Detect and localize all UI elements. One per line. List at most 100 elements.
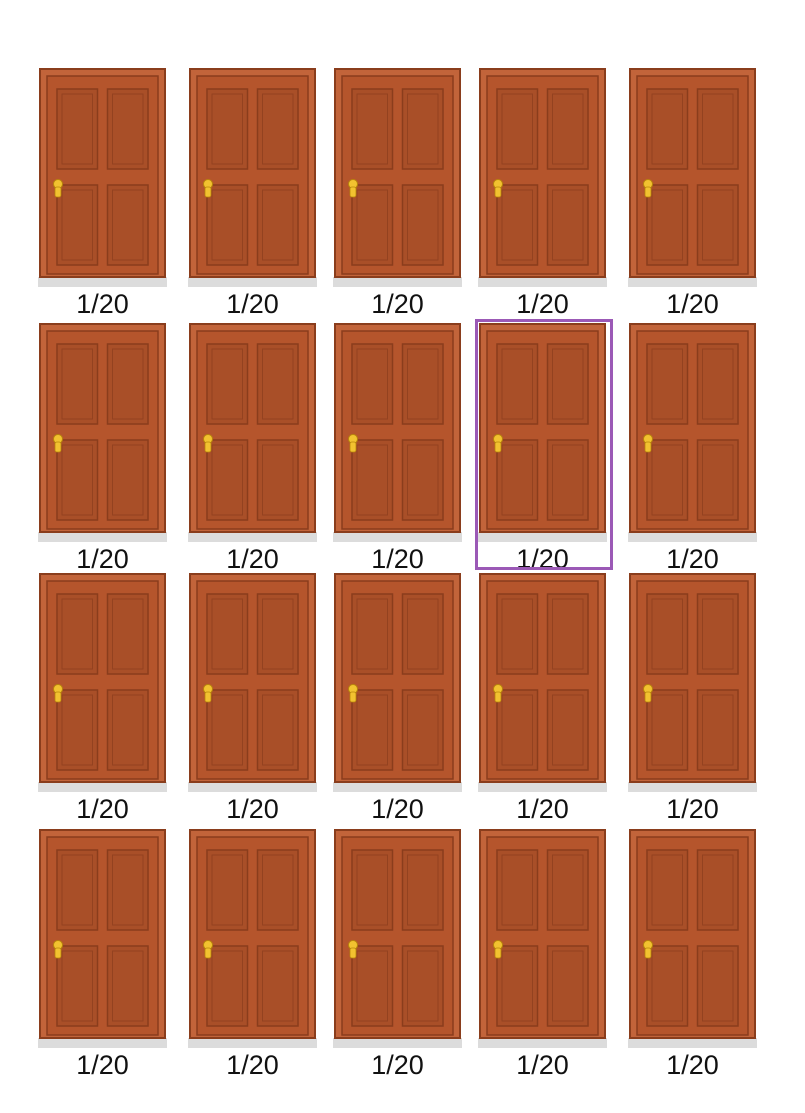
door-panel-inset	[262, 694, 294, 766]
door-cell: 1/20	[333, 322, 462, 576]
door-panel-inset	[501, 348, 533, 420]
door-panel-inset	[211, 950, 243, 1022]
door-panel	[106, 945, 149, 1027]
door-cell: 1/20	[38, 322, 167, 576]
door-cell: 1/20	[188, 322, 317, 576]
door-panel-inset	[501, 189, 533, 261]
door-panel	[106, 689, 149, 771]
door-panel-inset	[702, 950, 734, 1022]
door-panel-inset	[112, 93, 144, 165]
door-icon	[478, 829, 607, 1048]
door-panel	[646, 88, 689, 170]
floor-strip	[38, 277, 167, 287]
door-knob-plate	[644, 441, 652, 453]
door-panel	[351, 343, 394, 425]
door-panel	[696, 343, 739, 425]
door-panel-inset	[61, 348, 93, 420]
door-cell: 1/20	[188, 572, 317, 826]
door-probability-label: 1/20	[371, 794, 424, 824]
door-icon	[38, 68, 167, 287]
floor-strip	[628, 277, 757, 287]
floor-strip	[38, 532, 167, 542]
door-panel	[256, 88, 299, 170]
door-panel-inset	[262, 348, 294, 420]
door-panel	[646, 343, 689, 425]
door-panel	[256, 945, 299, 1027]
door-panel	[206, 439, 249, 521]
door-panel	[351, 849, 394, 931]
door-panel-inset	[501, 93, 533, 165]
door-panel	[546, 88, 589, 170]
door-icon	[333, 323, 462, 542]
door-panel	[256, 593, 299, 675]
door-cell: 1/20	[478, 322, 607, 576]
door-panel	[106, 343, 149, 425]
floor-strip	[333, 532, 462, 542]
door-panel	[206, 593, 249, 675]
floor-strip	[478, 782, 607, 792]
door-panel-inset	[702, 598, 734, 670]
door-panel-inset	[61, 93, 93, 165]
door-panel	[351, 88, 394, 170]
floor-strip	[38, 1038, 167, 1048]
door-icon	[188, 68, 317, 287]
door-panel	[56, 184, 99, 266]
door-icon	[333, 573, 462, 792]
floor-strip	[628, 532, 757, 542]
door-probability-label: 1/20	[226, 1050, 279, 1080]
door-icon	[188, 323, 317, 542]
door-knob-plate	[644, 186, 652, 198]
door-panel-inset	[112, 348, 144, 420]
door-panel	[496, 689, 539, 771]
door-panel	[546, 439, 589, 521]
door-panel	[546, 343, 589, 425]
door-knob-plate	[349, 691, 357, 703]
door-panel-inset	[61, 950, 93, 1022]
door-panel	[106, 593, 149, 675]
door-panel	[351, 439, 394, 521]
door-knob-plate	[494, 947, 502, 959]
door-cell: 1/20	[333, 828, 462, 1082]
door-panel	[546, 689, 589, 771]
door-knob-plate	[204, 441, 212, 453]
floor-strip	[333, 277, 462, 287]
door-icon	[188, 573, 317, 792]
door-panel-inset	[61, 444, 93, 516]
door-panel	[546, 945, 589, 1027]
door-knob-plate	[54, 186, 62, 198]
door-cell: 1/20	[628, 828, 757, 1082]
door-probability-label: 1/20	[516, 794, 569, 824]
door-cell: 1/20	[628, 322, 757, 576]
door-probability-label: 1/20	[371, 1050, 424, 1080]
door-icon	[188, 829, 317, 1048]
door-panel	[206, 849, 249, 931]
door-panel	[106, 184, 149, 266]
door-panel-inset	[651, 189, 683, 261]
door-panel-inset	[702, 189, 734, 261]
door-panel-inset	[211, 93, 243, 165]
door-cell: 1/20	[38, 828, 167, 1082]
door-panel-inset	[211, 348, 243, 420]
door-panel	[401, 184, 444, 266]
door-probability-label: 1/20	[666, 544, 719, 574]
door-panel-inset	[501, 950, 533, 1022]
door-panel-inset	[501, 694, 533, 766]
door-icon	[628, 323, 757, 542]
door-panel	[496, 849, 539, 931]
door-knob-plate	[494, 186, 502, 198]
door-panel-inset	[552, 694, 584, 766]
door-cell: 1/20	[333, 572, 462, 826]
door-panel	[496, 184, 539, 266]
door-panel-inset	[702, 444, 734, 516]
door-panel-inset	[501, 444, 533, 516]
door-panel-inset	[552, 93, 584, 165]
door-icon	[628, 68, 757, 287]
door-panel-inset	[61, 854, 93, 926]
door-panel-inset	[356, 854, 388, 926]
door-panel	[206, 689, 249, 771]
door-panel-inset	[501, 598, 533, 670]
door-panel	[546, 593, 589, 675]
door-icon	[478, 323, 607, 542]
floor-strip	[188, 277, 317, 287]
floor-strip	[188, 532, 317, 542]
